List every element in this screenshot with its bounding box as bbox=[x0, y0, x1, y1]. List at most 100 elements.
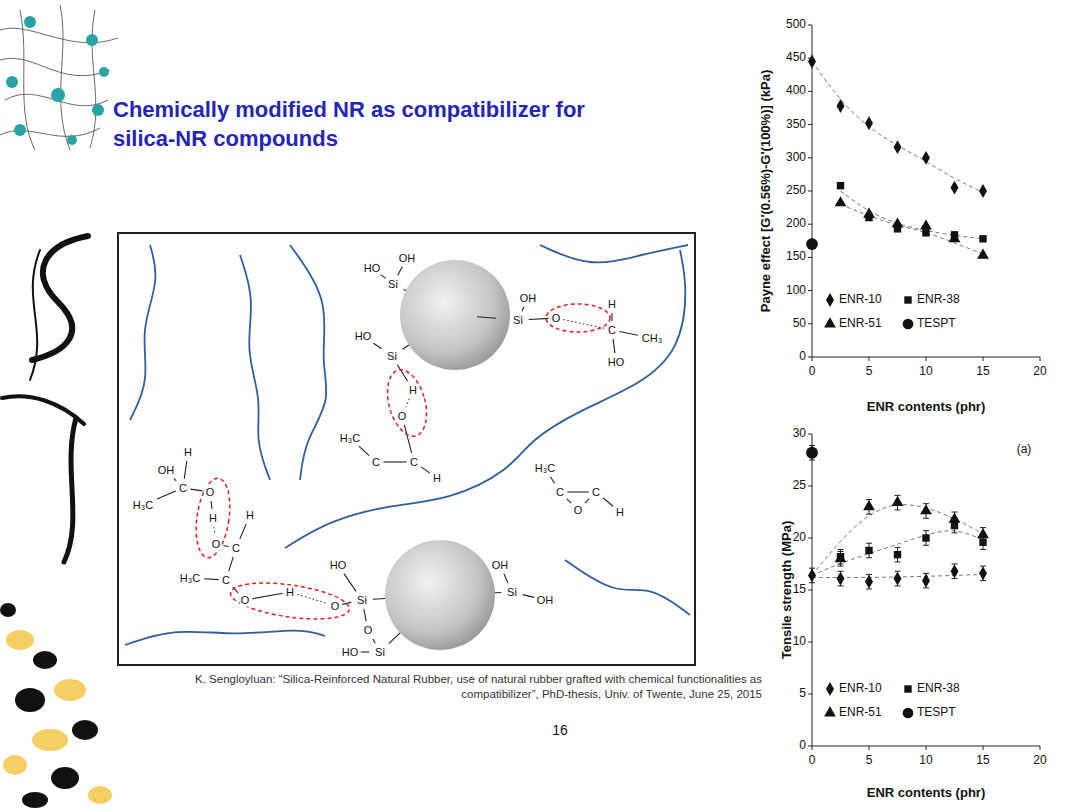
atom-label: OH bbox=[398, 252, 417, 265]
tick-label: 10 bbox=[919, 365, 932, 379]
silica-particle bbox=[400, 260, 510, 370]
data-point bbox=[979, 235, 986, 242]
chemical-bond bbox=[229, 557, 233, 571]
atom-label: H₃C bbox=[132, 499, 154, 512]
deco-dot bbox=[24, 16, 36, 28]
tick-label: 400 bbox=[786, 84, 806, 98]
legend-marker bbox=[904, 685, 911, 692]
error-bar bbox=[866, 543, 872, 558]
atom-label: O bbox=[330, 600, 341, 613]
data-point bbox=[835, 552, 847, 562]
atom-label: Si bbox=[386, 350, 398, 363]
deco-dot bbox=[67, 135, 77, 145]
tick-mark bbox=[808, 746, 812, 747]
trend-line bbox=[812, 505, 983, 576]
atom-label: C bbox=[371, 456, 381, 469]
error-bar bbox=[866, 574, 872, 589]
chemical-bond bbox=[240, 524, 246, 539]
deco-blob bbox=[72, 720, 98, 740]
chemical-bond bbox=[190, 489, 202, 491]
deco-blob bbox=[0, 603, 16, 617]
tick-label: 20 bbox=[1033, 365, 1046, 379]
atom-label: CH₃ bbox=[641, 332, 663, 345]
atom-label: H bbox=[408, 384, 418, 397]
error-bar bbox=[923, 573, 929, 588]
chemical-bond bbox=[567, 499, 571, 503]
data-point bbox=[892, 217, 904, 227]
chemical-bond bbox=[523, 595, 535, 598]
data-point bbox=[951, 181, 959, 195]
legend-marker bbox=[904, 296, 911, 303]
chemical-bond bbox=[611, 313, 612, 321]
deco-dot bbox=[14, 124, 26, 136]
data-point bbox=[835, 196, 847, 206]
trend-line bbox=[841, 204, 984, 254]
page-number: 16 bbox=[552, 722, 568, 738]
atom-label: HO bbox=[354, 330, 373, 343]
tick-label: 300 bbox=[786, 151, 806, 165]
data-point bbox=[894, 551, 901, 558]
deco-blob bbox=[33, 651, 57, 669]
trend-line bbox=[812, 62, 983, 193]
trend-line bbox=[841, 191, 984, 239]
deco-dot bbox=[92, 104, 104, 116]
legend-marker bbox=[824, 317, 836, 327]
atom-label: OH bbox=[491, 559, 510, 572]
data-point bbox=[837, 99, 845, 113]
drawing-part bbox=[157, 267, 638, 652]
error-bar bbox=[809, 568, 815, 583]
chemical-bond bbox=[522, 307, 524, 311]
data-series bbox=[837, 182, 987, 243]
data-point bbox=[922, 534, 929, 541]
tick-label: 25 bbox=[793, 479, 806, 493]
legend-text: TESPT bbox=[917, 706, 956, 720]
deco-blob bbox=[51, 767, 79, 789]
tick-label: 0 bbox=[799, 350, 806, 364]
atom-label: H₃C bbox=[179, 572, 201, 585]
tick-mark bbox=[808, 290, 812, 291]
data-series bbox=[835, 196, 989, 259]
tick-label: 100 bbox=[786, 284, 806, 298]
tick-mark bbox=[812, 357, 813, 361]
atom-label: H bbox=[245, 509, 255, 522]
legend-text: ENR-38 bbox=[917, 293, 960, 307]
tick-label: 250 bbox=[786, 184, 806, 198]
tick-label: 350 bbox=[786, 118, 806, 132]
chemical-bond bbox=[157, 491, 176, 499]
deco-stroke bbox=[30, 250, 40, 380]
atom-label: H bbox=[432, 472, 442, 485]
atom-label: O bbox=[211, 538, 222, 551]
interaction-highlight bbox=[228, 577, 351, 625]
slide-title: Chemically modified NR as compatibilizer… bbox=[113, 96, 633, 153]
tick-label: 500 bbox=[786, 18, 806, 32]
drawing-part bbox=[192, 304, 610, 625]
chemical-bond bbox=[495, 592, 501, 593]
tick-mark bbox=[808, 538, 812, 539]
legend-text: ENR-10 bbox=[839, 682, 882, 696]
legend-text: ENR-38 bbox=[917, 682, 960, 696]
tick-label: 150 bbox=[786, 250, 806, 264]
tick-label: 200 bbox=[786, 217, 806, 231]
data-point bbox=[894, 572, 902, 586]
tick-label: 10 bbox=[919, 754, 932, 768]
drawing-part bbox=[806, 25, 1040, 750]
tick-label: 450 bbox=[786, 51, 806, 65]
tick-mark bbox=[1040, 746, 1041, 750]
deco-blob bbox=[88, 786, 112, 804]
chemical-bond bbox=[373, 343, 381, 349]
data-series bbox=[837, 518, 987, 564]
chemical-bond bbox=[359, 446, 369, 455]
atom-label: Si bbox=[356, 594, 368, 607]
tick-label: 15 bbox=[976, 365, 989, 379]
data-point bbox=[922, 151, 930, 165]
deco-blob bbox=[6, 630, 34, 650]
tick-mark bbox=[808, 357, 812, 358]
data-point bbox=[951, 564, 959, 578]
hydrogen-bond bbox=[297, 594, 327, 603]
legend-marker bbox=[826, 293, 834, 307]
tick-mark bbox=[983, 357, 984, 361]
chemical-bond bbox=[613, 339, 615, 353]
axis-title: Tensile strength (MPa) bbox=[780, 521, 795, 659]
atom-label: C bbox=[555, 486, 565, 499]
tick-mark bbox=[808, 486, 812, 487]
